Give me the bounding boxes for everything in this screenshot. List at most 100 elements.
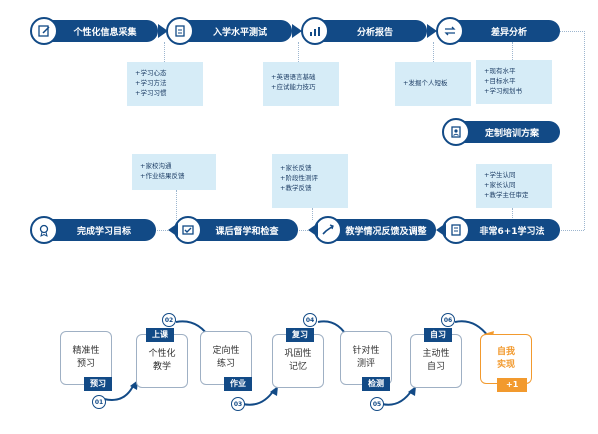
step-label: 非常6+1学习法 bbox=[479, 226, 545, 237]
clipboard-icon bbox=[166, 17, 194, 45]
step-complete-goal: 完成学习目标 bbox=[30, 216, 156, 244]
arrow-05-06 bbox=[381, 389, 413, 406]
note-levels: +现有水平 +目标水平 +学习规划书 bbox=[476, 60, 552, 104]
step-label: 完成学习目标 bbox=[76, 226, 131, 237]
step-info-collection: 个性化信息采集 bbox=[30, 17, 168, 45]
tag-test: 检测 bbox=[362, 377, 390, 391]
note-weakness: +发掘个人短板 bbox=[395, 62, 471, 106]
connector-right bbox=[584, 31, 586, 230]
note-line: +家长认同 bbox=[484, 181, 516, 189]
step-analysis-report: 分析报告 bbox=[301, 17, 437, 45]
note-line: +现有水平 bbox=[484, 67, 516, 75]
note-line: +家校沟通 bbox=[140, 162, 172, 170]
step-number: 02 bbox=[162, 313, 176, 327]
note-line: +学生认同 bbox=[484, 171, 516, 179]
step-number: 06 bbox=[441, 313, 455, 327]
final-line: 实现 bbox=[496, 360, 515, 370]
note-line: +应试能力技巧 bbox=[271, 83, 316, 91]
arrow-right bbox=[292, 24, 302, 38]
final-line: 自我 bbox=[496, 347, 515, 357]
card-line: 主动性 bbox=[422, 349, 450, 359]
card-self-realization: 自我 实现 bbox=[480, 334, 532, 384]
note-line: +阶段性测评 bbox=[280, 174, 318, 182]
card-line: 定向性 bbox=[212, 346, 240, 356]
arrow-left bbox=[168, 223, 178, 237]
tag-homework: 作业 bbox=[224, 377, 252, 391]
step-number: 03 bbox=[231, 397, 245, 411]
step-label: 个性化信息采集 bbox=[73, 27, 137, 38]
card-class: 个性化 教学 bbox=[136, 334, 188, 388]
arrow-left bbox=[436, 223, 446, 237]
compare-icon bbox=[436, 17, 464, 45]
card-preview: 精准性 预习 bbox=[60, 331, 112, 385]
note-line: +学习方法 bbox=[135, 79, 167, 87]
tag-review: 复习 bbox=[286, 328, 314, 342]
step-teaching-feedback: 教学情况反馈及调整 bbox=[308, 216, 436, 244]
document-user-icon bbox=[442, 118, 470, 146]
card-line: 练习 bbox=[216, 359, 235, 369]
plus-one-badge: +1 bbox=[497, 378, 528, 392]
note-line: +教学反馈 bbox=[280, 184, 312, 192]
arrowhead bbox=[270, 386, 278, 396]
tag-class: 上课 bbox=[146, 328, 174, 342]
note-link-2 bbox=[298, 42, 300, 66]
card-line: 针对性 bbox=[352, 346, 380, 356]
arrow-03-04 bbox=[242, 389, 275, 406]
edit-icon bbox=[30, 17, 58, 45]
tag-self-study: 自习 bbox=[424, 328, 452, 342]
note-line: +家长反馈 bbox=[280, 164, 312, 172]
step-number: 04 bbox=[303, 313, 317, 327]
chart-icon bbox=[301, 17, 329, 45]
note-english-base: +英语语言基础 +应试能力技巧 bbox=[263, 62, 339, 106]
arrowhead bbox=[408, 386, 416, 396]
note-line: +教学主任审定 bbox=[484, 191, 529, 199]
step-label: 教学情况反馈及调整 bbox=[345, 226, 427, 237]
card-review: 巩固性 记忆 bbox=[272, 334, 324, 388]
note-link-3 bbox=[433, 42, 435, 66]
step-label: 差异分析 bbox=[490, 27, 527, 38]
note-link-6 bbox=[312, 208, 314, 220]
card-line: 预习 bbox=[76, 359, 95, 369]
note-line: +目标水平 bbox=[484, 77, 516, 85]
note-line: +作业结果反馈 bbox=[140, 172, 185, 180]
step-number: 01 bbox=[92, 395, 106, 409]
arrow-right bbox=[427, 24, 437, 38]
step-label: 分析报告 bbox=[356, 27, 393, 38]
arrow-left bbox=[308, 223, 318, 237]
step-label: 定制培训方案 bbox=[484, 128, 539, 139]
step-entrance-test: 入学水平测试 bbox=[166, 17, 302, 45]
card-line: 记忆 bbox=[288, 362, 307, 372]
card-homework: 定向性 练习 bbox=[200, 331, 252, 385]
note-feedback: +家长反馈 +阶段性测评 +教学反馈 bbox=[272, 154, 348, 208]
note-link-4 bbox=[512, 42, 514, 62]
card-line: 巩固性 bbox=[284, 349, 312, 359]
note-line: +发掘个人短板 bbox=[403, 79, 448, 87]
note-link-1 bbox=[164, 42, 166, 66]
award-icon bbox=[30, 216, 58, 244]
note-approval: +学生认同 +家长认同 +教学主任审定 bbox=[476, 164, 552, 208]
tag-preview: 预习 bbox=[84, 377, 112, 391]
card-line: 测评 bbox=[356, 359, 375, 369]
note-learning: +学习心态 +学习方法 +学习习惯 bbox=[127, 62, 203, 106]
arrow-06-final bbox=[454, 320, 489, 337]
note-line: +学习心态 bbox=[135, 69, 167, 77]
step-after-class-check: 课后督学和检查 bbox=[168, 216, 298, 244]
step-custom-plan: 定制培训方案 bbox=[442, 118, 560, 146]
note-home-school: +家校沟通 +作业结果反馈 bbox=[132, 154, 216, 190]
card-line: 精准性 bbox=[72, 346, 100, 356]
step-label: 入学水平测试 bbox=[212, 27, 267, 38]
step-gap-analysis: 差异分析 bbox=[436, 17, 560, 45]
note-link-7 bbox=[176, 190, 178, 220]
card-line: 教学 bbox=[152, 362, 171, 372]
card-line: 个性化 bbox=[148, 349, 176, 359]
note-line: +英语语言基础 bbox=[271, 73, 316, 81]
step-number: 05 bbox=[370, 397, 384, 411]
step-label: 课后督学和检查 bbox=[215, 226, 279, 237]
note-line: +学习规划书 bbox=[484, 87, 522, 95]
arrow-right bbox=[158, 24, 168, 38]
step-6plus1-method: 非常6+1学习法 bbox=[436, 216, 560, 244]
card-line: 自习 bbox=[426, 362, 445, 372]
card-self-study: 主动性 自习 bbox=[410, 334, 462, 388]
note-line: +学习习惯 bbox=[135, 89, 167, 97]
note-link-5 bbox=[512, 208, 514, 220]
